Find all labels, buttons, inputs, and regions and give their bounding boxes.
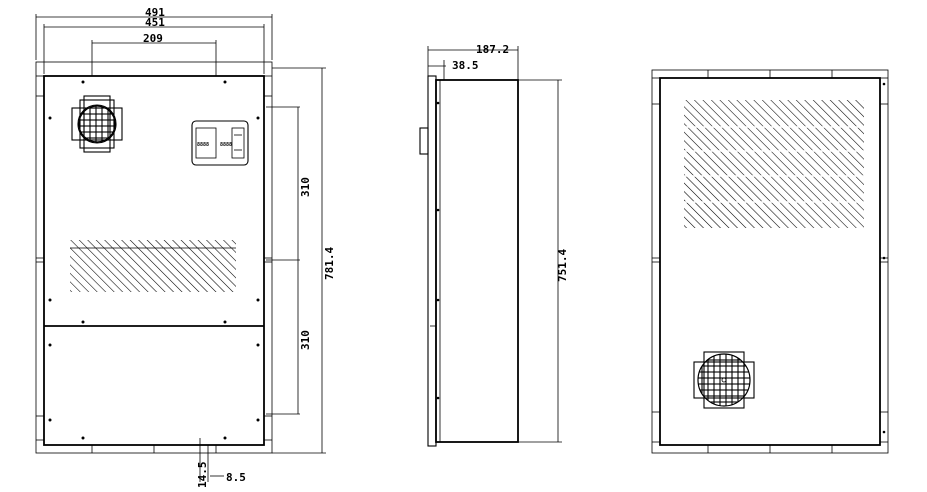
side-handle	[419, 127, 429, 155]
rear-screws	[882, 82, 886, 434]
front-body	[43, 75, 265, 446]
dim-8-5: 8.5	[226, 471, 246, 484]
side-top-dimensions	[427, 46, 519, 80]
side-view: 187.2 38.5 751.4	[419, 43, 569, 447]
dim-781-4: 781.4	[323, 247, 336, 280]
controller-display-right: 8888	[220, 142, 232, 148]
front-screws	[48, 80, 260, 440]
dim-310-upper: 310	[299, 177, 312, 197]
dim-451: 451	[145, 16, 165, 29]
front-top-dimensions	[35, 14, 273, 74]
side-body	[435, 79, 519, 443]
rear-body	[659, 77, 881, 446]
controller-panel: 8888 8888	[191, 120, 249, 166]
dim-491: 491	[145, 6, 165, 19]
side-screws	[436, 101, 440, 400]
rear-louver-vent	[684, 100, 864, 228]
front-view: 8888 8888 491 451 209	[35, 6, 336, 489]
dim-751-4: 751.4	[556, 249, 569, 282]
fan-grille-rear	[693, 351, 755, 409]
controller-display-left: 8888	[197, 142, 209, 148]
dim-187-2: 187.2	[476, 43, 509, 56]
side-height-dimension	[518, 79, 562, 443]
dim-38-5: 38.5	[452, 59, 479, 72]
side-flange	[427, 75, 437, 447]
dim-14-5: 14.5	[196, 462, 209, 489]
fan-grille-front	[71, 95, 123, 153]
front-louver-vent	[70, 240, 236, 292]
front-right-dimensions	[266, 67, 326, 454]
dim-209: 209	[143, 32, 163, 45]
front-frame-segments	[36, 62, 272, 453]
rear-frame-segments	[652, 70, 888, 453]
front-bottom-dimensions	[199, 438, 224, 482]
rear-view	[651, 69, 889, 454]
dim-310-lower: 310	[299, 330, 312, 350]
